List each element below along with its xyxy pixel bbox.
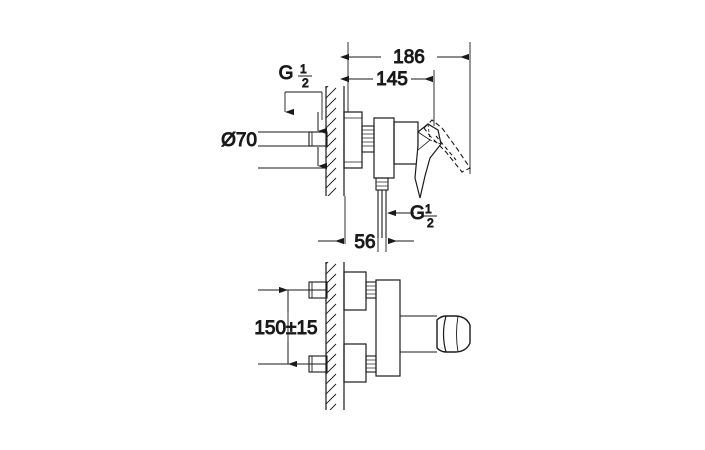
- lever-handle: [414, 123, 442, 199]
- dimension-56: 56: [318, 196, 414, 254]
- thread-label-outlet-letter: G: [410, 203, 425, 224]
- inlet-connection-upper-front: [308, 271, 377, 311]
- inlet-connection-upper: [308, 131, 328, 147]
- thread-label-outlet-g-half: G 1 2: [387, 202, 437, 231]
- thread-label-outlet-denominator: 2: [427, 216, 434, 230]
- mixer-body-front: [375, 279, 401, 377]
- outlet-shank: [375, 177, 389, 238]
- thread-label-inlet-numerator: 1: [300, 62, 307, 76]
- dimension-150-plus-minus-15: 150±15: [254, 286, 327, 368]
- dimension-145-label: 145: [376, 69, 408, 90]
- thread-label-inlet-denominator: 2: [302, 76, 309, 90]
- escutcheon-cap: [343, 111, 363, 169]
- mixer-body: [373, 117, 419, 179]
- dimension-186: 186: [340, 42, 471, 174]
- dimension-145: 145: [340, 69, 435, 126]
- thread-label-inlet-g-half: G 1 2: [278, 62, 323, 120]
- dimension-150-plus-minus-15-label: 150±15: [254, 318, 317, 339]
- wall-lower: [325, 262, 345, 410]
- dimension-diameter-70: Ø70: [221, 112, 327, 170]
- thread-label-outlet-numerator: 1: [425, 202, 432, 216]
- threaded-connector: [361, 125, 375, 153]
- inlet-connection-lower-front: [308, 343, 377, 383]
- dimension-diameter-70-label: Ø70: [221, 130, 257, 151]
- lever-handle-front: [400, 315, 471, 353]
- dimension-56-label: 56: [354, 232, 375, 253]
- thread-label-inlet-letter: G: [279, 63, 294, 84]
- dimension-186-label: 186: [393, 47, 425, 68]
